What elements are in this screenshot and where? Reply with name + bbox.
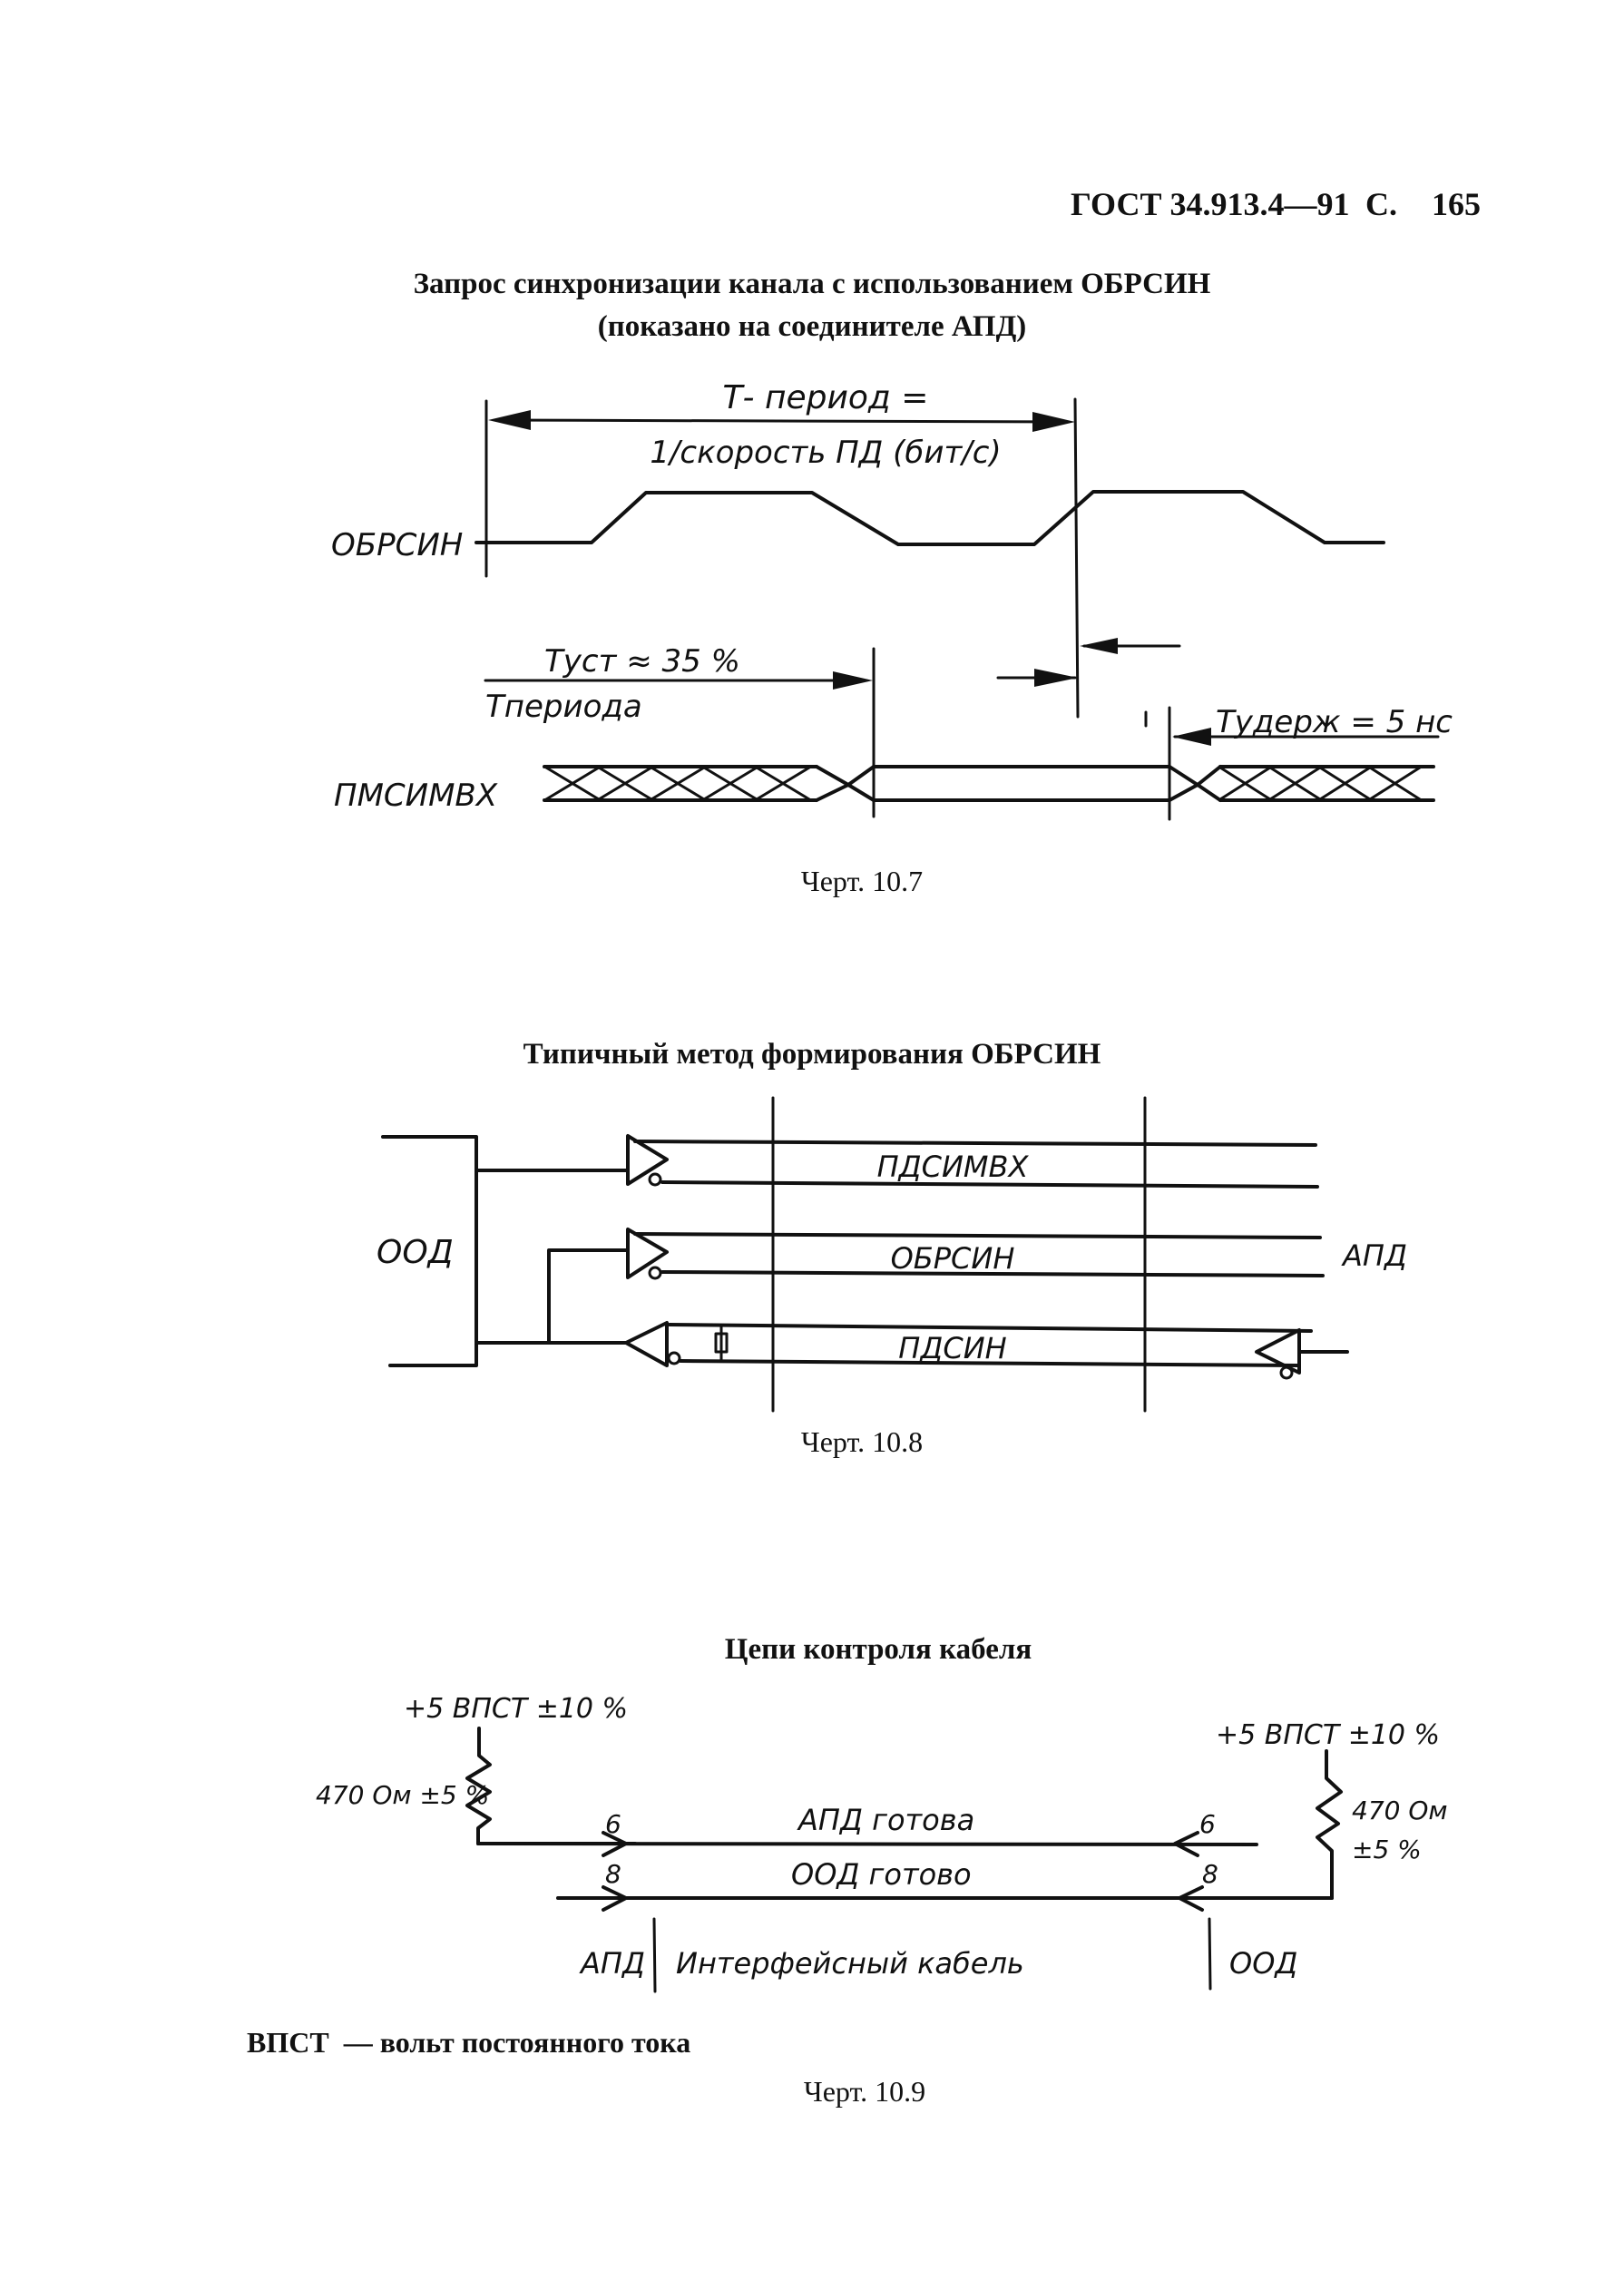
standard-number: ГОСТ 34.913.4—91 xyxy=(1071,186,1349,222)
setup-denominator: Тпериода xyxy=(485,689,642,725)
right-resistor-label-2: ±5 % xyxy=(1352,1835,1422,1864)
pin-8-left: 8 xyxy=(605,1859,621,1889)
driver-gate-icon xyxy=(1255,1328,1301,1380)
obrsin-waveform xyxy=(474,490,1385,546)
section-apd: АПД xyxy=(579,1946,645,1981)
pmsimvx-waveform xyxy=(543,765,1435,802)
pdsimvx-line-a xyxy=(633,1140,1317,1147)
right-supply-label: +5 ВПСТ ±10 % xyxy=(1216,1719,1440,1751)
obrsin-line-b xyxy=(660,1270,1325,1277)
signal-label-pmsimvx: ПМСИМВХ xyxy=(334,778,498,814)
setup-numerator: Туст ≈ 35 % xyxy=(544,643,740,680)
figure-10-8: Типичный метод формирования ОБРСИН ООД П… xyxy=(377,1038,1407,1458)
section-divider-left xyxy=(652,1917,657,1993)
pdsimvx-line-b xyxy=(660,1180,1319,1189)
receiver-gate-icon xyxy=(624,1321,681,1367)
figure-10-8-title: Типичный метод формирования ОБРСИН xyxy=(523,1038,1101,1071)
figure-10-7-title-line1: Запрос синхронизации канала с использова… xyxy=(414,268,1211,300)
figure-10-9: Цепи контроля кабеля +5 ВПСТ ±10 % 470 О… xyxy=(247,1633,1448,2108)
ood-block xyxy=(381,1135,478,1367)
arrow-left-icon xyxy=(1173,1831,1199,1857)
pin-8-right: 8 xyxy=(1202,1859,1218,1889)
apd-label: АПД xyxy=(1341,1238,1407,1273)
driver-gate-icon xyxy=(626,1228,669,1280)
pdsin-label: ПДСИН xyxy=(898,1331,1006,1365)
ood-label: ООД xyxy=(377,1234,454,1271)
signal-label-obrsin: ОБРСИН xyxy=(331,527,463,563)
figure-10-7-title-line2: (показано на соединителе АПД) xyxy=(598,310,1027,343)
section-interface-cable: Интерфейсный кабель xyxy=(676,1946,1024,1981)
footnote-term: ВПСТ xyxy=(247,2026,329,2059)
pdsin-line-b xyxy=(679,1359,1299,1367)
page-prefix: С. xyxy=(1365,186,1397,222)
left-resistor-label: 470 Ом ±5 % xyxy=(316,1780,489,1810)
period-label-bottom: 1/скорость ПД (бит/с) xyxy=(650,435,1001,471)
page-header: ГОСТ 34.913.4—91 С. 165 xyxy=(1071,186,1481,222)
period-dimension-line xyxy=(493,418,1071,424)
apd-ready-line xyxy=(476,1842,1258,1846)
section-ood: ООД xyxy=(1229,1946,1297,1981)
figure-10-9-title: Цепи контроля кабеля xyxy=(725,1633,1032,1666)
figure-10-7: Запрос синхронизации канала с использова… xyxy=(331,268,1453,897)
resistor-icon xyxy=(714,1325,729,1363)
figure-10-9-caption: Черт. 10.9 xyxy=(804,2075,925,2108)
ood-ready-label: ООД готово xyxy=(791,1857,972,1892)
arrow-left-icon xyxy=(488,410,531,430)
figure-10-8-caption: Черт. 10.8 xyxy=(801,1425,923,1458)
wire xyxy=(474,1248,628,1345)
hold-label: Тудерж = 5 нс xyxy=(1216,704,1453,740)
pdsin-line-a xyxy=(668,1323,1313,1333)
obrsin-label: ОБРСИН xyxy=(891,1241,1015,1276)
figure-10-7-caption: Черт. 10.7 xyxy=(801,865,923,897)
left-supply-label: +5 ВПСТ ±10 % xyxy=(404,1693,628,1725)
section-divider-right xyxy=(1208,1917,1212,1991)
left-resistor-icon xyxy=(465,1727,637,1845)
arrow-right-icon xyxy=(602,1831,628,1857)
arrow-left-icon xyxy=(1178,1885,1204,1912)
arrow-right-icon xyxy=(1034,669,1078,687)
pin-6-right: 6 xyxy=(1199,1809,1216,1839)
page-number: 165 xyxy=(1432,186,1481,222)
arrow-right-icon xyxy=(602,1885,628,1912)
apd-ready-label: АПД готова xyxy=(797,1803,974,1837)
arrow-right-icon xyxy=(1032,412,1075,432)
footnote: ВПСТ — вольт постоянного тока xyxy=(247,2026,690,2059)
period-end-line xyxy=(1073,397,1080,719)
period-label-top: Т- период = xyxy=(723,379,929,416)
obrsin-line-a xyxy=(633,1232,1322,1239)
footnote-definition: — вольт постоянного тока xyxy=(343,2026,691,2059)
arrow-right-icon xyxy=(833,671,873,690)
arrow-left-icon xyxy=(1080,638,1118,654)
arrow-left-icon xyxy=(1172,728,1211,746)
right-resistor-label-1: 470 Ом xyxy=(1352,1796,1448,1825)
driver-gate-icon xyxy=(626,1134,669,1187)
right-resistor-icon xyxy=(1178,1749,1343,1900)
pin-6-left: 6 xyxy=(605,1809,621,1839)
pdsimvx-label: ПДСИМВХ xyxy=(877,1150,1030,1184)
